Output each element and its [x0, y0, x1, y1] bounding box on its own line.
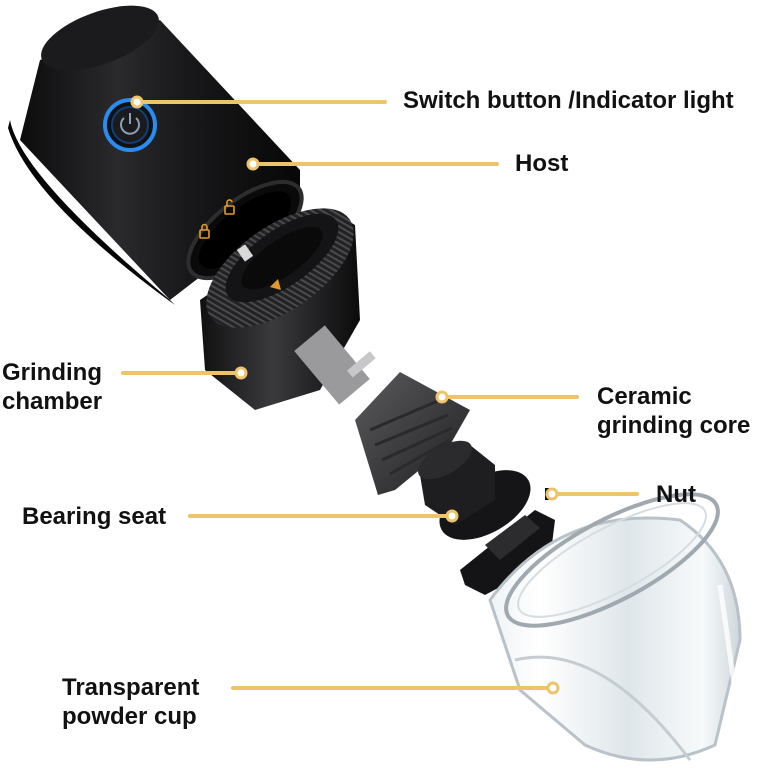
- leader-lines: [121, 100, 639, 690]
- label-line: Grinding: [2, 359, 102, 386]
- lock-icons: [199, 199, 235, 239]
- label-powder-cup: Transparent powder cup: [62, 673, 199, 731]
- bearing-seat: [418, 440, 531, 540]
- label-grinding-chamber: Grinding chamber: [2, 358, 102, 416]
- host-body: [8, 5, 304, 305]
- leader-dots: [130, 95, 560, 695]
- drive-shaft: [294, 325, 376, 405]
- label-switch-button: Switch button /Indicator light: [403, 87, 734, 114]
- label-line: Ceramic: [597, 383, 692, 410]
- label-host: Host: [515, 150, 569, 177]
- label-line: powder cup: [62, 703, 197, 730]
- label-line: Transparent: [62, 674, 200, 701]
- label-line: chamber: [2, 388, 103, 415]
- grinding-chamber: [200, 208, 360, 410]
- label-bearing-seat: Bearing seat: [22, 503, 167, 530]
- label-ceramic-core: Ceramic grinding core: [597, 382, 750, 440]
- label-line: grinding core: [597, 412, 751, 439]
- switch-button-icon: [103, 98, 157, 152]
- transparent-powder-cup: [488, 492, 742, 762]
- label-nut: Nut: [656, 481, 696, 508]
